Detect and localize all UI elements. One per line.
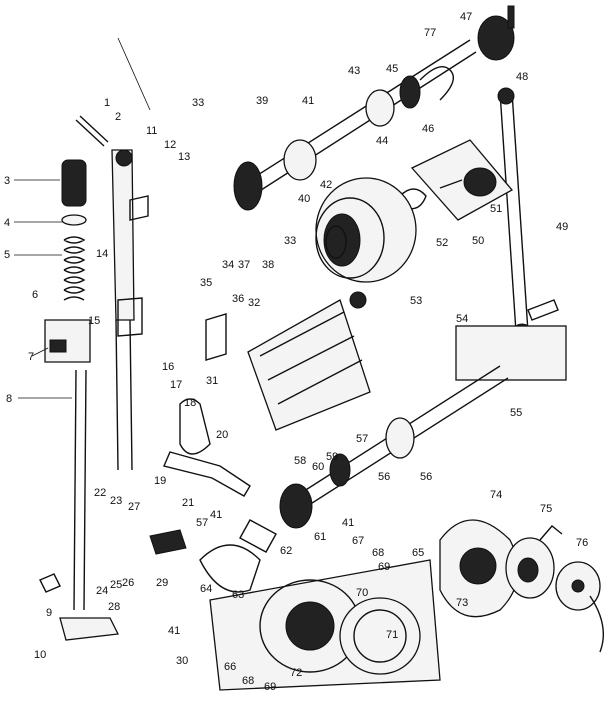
label-16: 16 (162, 361, 174, 373)
label-21: 21 (182, 497, 194, 509)
label-48: 48 (516, 71, 528, 83)
label-65: 65 (412, 547, 424, 559)
label-23: 23 (110, 495, 122, 507)
label-37: 37 (238, 259, 250, 271)
label-64: 64 (200, 583, 212, 595)
label-67: 67 (352, 535, 364, 547)
hook-assembly (149, 529, 441, 691)
label-24: 24 (96, 585, 108, 597)
label-71: 71 (386, 629, 398, 641)
label-54: 54 (456, 313, 468, 325)
label-3: 3 (4, 175, 10, 187)
label-25: 25 (110, 579, 122, 591)
label-2: 2 (115, 111, 121, 123)
callout-labels: 1 2 3 4 5 6 7 8 9 10 11 12 13 14 15 16 1… (4, 11, 588, 693)
label-27: 27 (128, 501, 140, 513)
gear-box-50 (399, 139, 514, 221)
label-56-b: 56 (378, 471, 390, 483)
label-62: 62 (280, 545, 292, 557)
label-50: 50 (472, 235, 484, 247)
label-63: 63 (232, 589, 244, 601)
label-8: 8 (6, 393, 12, 405)
needle-bar-frame (75, 37, 151, 471)
label-68-b: 68 (242, 675, 254, 687)
label-5: 5 (4, 249, 10, 261)
label-29: 29 (156, 577, 168, 589)
label-45: 45 (386, 63, 398, 75)
label-34: 34 (222, 259, 234, 271)
label-42: 42 (320, 179, 332, 191)
label-72: 72 (290, 667, 302, 679)
label-39: 39 (256, 95, 268, 107)
shuttle-race (439, 519, 519, 618)
label-41: 41 (302, 95, 314, 107)
label-17: 17 (170, 379, 182, 391)
label-10: 10 (34, 649, 46, 661)
label-1: 1 (104, 97, 110, 109)
label-60: 60 (312, 461, 324, 473)
label-66: 66 (224, 661, 236, 673)
label-58: 58 (294, 455, 306, 467)
label-43: 43 (348, 65, 360, 77)
arm-shaft-assembly (233, 5, 515, 211)
label-20: 20 (216, 429, 228, 441)
label-35: 35 (200, 277, 212, 289)
bracket-assembly (205, 291, 371, 431)
label-57-b: 57 (196, 517, 208, 529)
label-19: 19 (154, 475, 166, 487)
label-15: 15 (88, 315, 100, 327)
label-4: 4 (4, 217, 10, 229)
label-47: 47 (460, 11, 472, 23)
label-28: 28 (108, 601, 120, 613)
label-11: 11 (146, 125, 157, 137)
label-49: 49 (556, 221, 568, 233)
label-55: 55 (510, 407, 522, 419)
label-68: 68 (372, 547, 384, 559)
label-12: 12 (164, 139, 176, 151)
label-57: 57 (356, 433, 368, 445)
label-41-d: 41 (168, 625, 180, 637)
label-44: 44 (376, 135, 388, 147)
label-30: 30 (176, 655, 188, 667)
label-36: 36 (232, 293, 244, 305)
label-22: 22 (94, 487, 106, 499)
bobbin (555, 561, 604, 653)
label-26: 26 (122, 577, 134, 589)
label-51: 51 (490, 203, 502, 215)
label-61: 61 (314, 531, 326, 543)
label-59: 59 (326, 451, 338, 463)
label-70: 70 (356, 587, 368, 599)
label-6: 6 (32, 289, 38, 301)
label-76: 76 (576, 537, 588, 549)
bobbin-case (505, 525, 563, 599)
label-13: 13 (178, 151, 190, 163)
label-53: 53 (410, 295, 422, 307)
label-14: 14 (96, 248, 108, 260)
lower-shaft-assembly (163, 365, 509, 553)
label-52: 52 (436, 237, 448, 249)
label-74: 74 (490, 489, 502, 501)
label-56: 56 (420, 471, 432, 483)
label-7: 7 (28, 351, 34, 363)
label-32: 32 (248, 297, 260, 309)
label-33-b: 33 (284, 235, 296, 247)
label-18: 18 (184, 397, 196, 409)
label-69-b: 69 (264, 681, 276, 693)
label-77: 77 (424, 27, 436, 39)
label-38: 38 (262, 259, 274, 271)
label-41-c: 41 (342, 517, 354, 529)
handwheel (315, 177, 417, 283)
label-75: 75 (540, 503, 552, 515)
feed-rod-assembly (455, 87, 567, 381)
label-33: 33 (192, 97, 204, 109)
label-46: 46 (422, 123, 434, 135)
label-40: 40 (298, 193, 310, 205)
label-69: 69 (378, 561, 390, 573)
label-41-b: 41 (210, 509, 222, 521)
label-31: 31 (206, 375, 218, 387)
label-9: 9 (46, 607, 52, 619)
label-73: 73 (456, 597, 468, 609)
presser-bar-assembly (14, 159, 119, 641)
